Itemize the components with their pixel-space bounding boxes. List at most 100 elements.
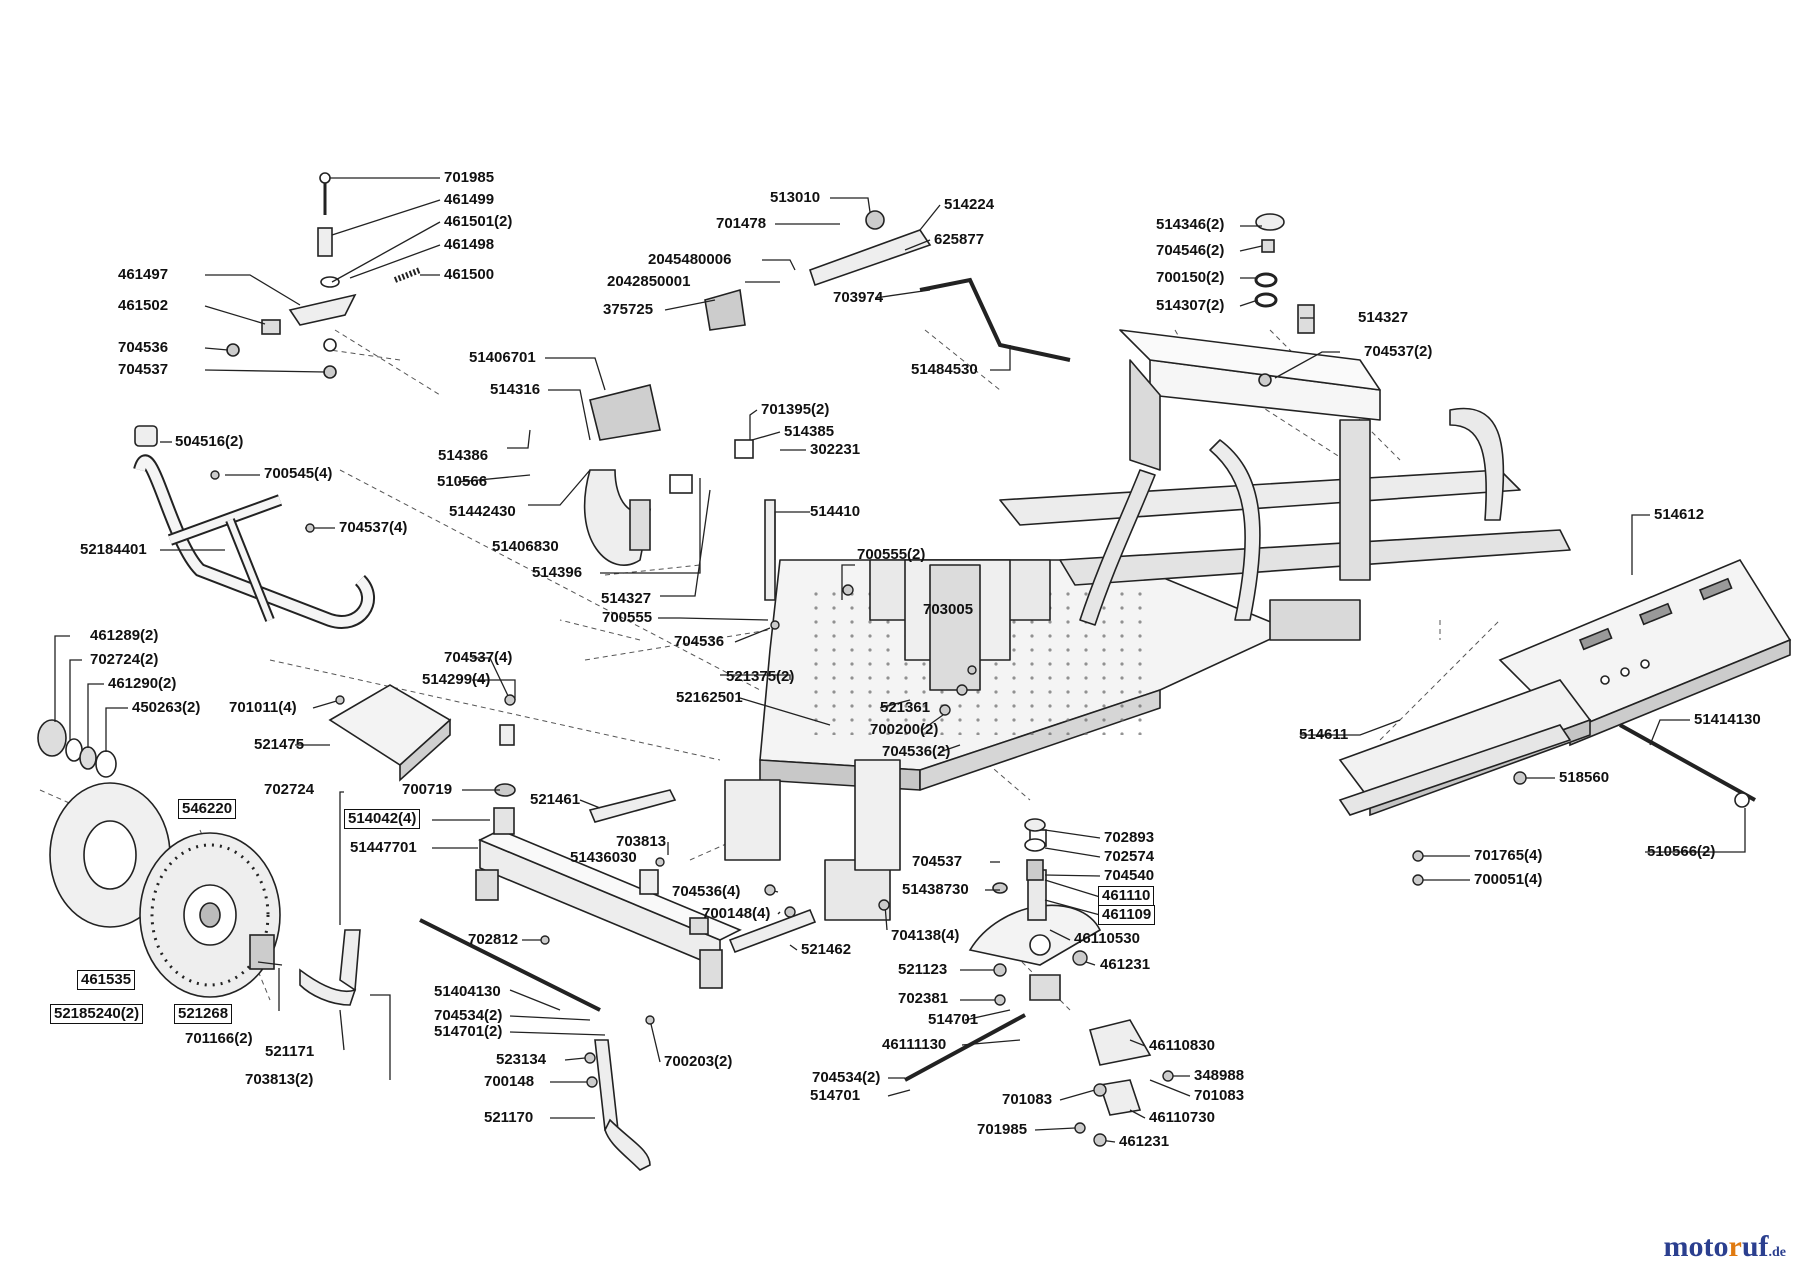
- part-label: 701083: [1002, 1091, 1053, 1108]
- part-label: 51442430: [449, 503, 516, 520]
- part-label: 51406701: [469, 349, 536, 366]
- part-label: 514385: [784, 423, 835, 440]
- part-label: 700719: [402, 781, 453, 798]
- part-label: 702893: [1104, 829, 1155, 846]
- rear-plate-lower: [1338, 679, 1592, 817]
- part-label: 701765(4): [1474, 847, 1543, 864]
- front-bumper: [133, 454, 375, 629]
- part-label: 461499: [444, 191, 495, 208]
- front-wheel: [49, 782, 281, 998]
- lever-assembly: [704, 210, 1071, 362]
- part-label: 702381: [898, 990, 949, 1007]
- part-label: 51484530: [911, 361, 978, 378]
- part-label: 704536(2): [882, 743, 951, 760]
- part-label: 461497: [118, 266, 169, 283]
- part-label: 704537(4): [444, 649, 513, 666]
- part-label: 703813(2): [245, 1071, 314, 1088]
- part-label: 521475: [254, 736, 305, 753]
- brand-logo: motoruf.de: [1664, 1230, 1787, 1264]
- part-label: 514346(2): [1156, 216, 1225, 233]
- part-label: 514307(2): [1156, 297, 1225, 314]
- fasteners: [210, 470, 1527, 1147]
- part-label: 513010: [770, 189, 821, 206]
- part-label: 701395(2): [761, 401, 830, 418]
- part-label: 514701: [810, 1087, 861, 1104]
- part-label: 461500: [444, 266, 495, 283]
- part-label: 704536(4): [672, 883, 741, 900]
- steering-brackets: [1089, 1019, 1152, 1116]
- part-label: 625877: [934, 231, 985, 248]
- part-label: 700545(4): [264, 465, 333, 482]
- part-label: 510566(2): [1647, 843, 1716, 860]
- part-label-boxed: 461109: [1098, 905, 1156, 925]
- part-label: 51414130: [1694, 711, 1761, 728]
- part-label-boxed: 52185240(2): [50, 1004, 144, 1024]
- part-label: 704537(4): [339, 519, 408, 536]
- part-label: 52162501: [676, 689, 743, 706]
- part-label: 46110730: [1149, 1109, 1215, 1126]
- part-label: 461231: [1100, 956, 1151, 973]
- part-label: 514327: [601, 590, 652, 607]
- part-label: 700148: [484, 1073, 535, 1090]
- part-label: 514611: [1299, 726, 1349, 743]
- part-label: 521375(2): [726, 668, 795, 685]
- part-label: 704138(4): [891, 927, 960, 944]
- part-label-boxed: 521268: [174, 1004, 233, 1024]
- part-label: 514316: [490, 381, 541, 398]
- part-label: 700200(2): [870, 721, 939, 738]
- part-label: 521171: [265, 1043, 315, 1060]
- part-label: 704537(2): [1364, 343, 1433, 360]
- part-label: 51447701: [350, 839, 417, 856]
- washer-stack: [494, 724, 1046, 895]
- bumper-cap: [134, 425, 158, 447]
- part-label: 700555: [602, 609, 653, 626]
- part-label: 461289(2): [90, 627, 159, 644]
- part-label: 702812: [468, 931, 519, 948]
- part-label: 51404130: [434, 983, 501, 1000]
- part-label: 461290(2): [108, 675, 177, 692]
- main-frame: [724, 329, 1571, 921]
- pedal-assembly: [583, 384, 776, 601]
- part-label: 348988: [1194, 1067, 1245, 1084]
- part-label-boxed: 546220: [178, 799, 237, 819]
- part-label: 701985: [444, 169, 495, 186]
- part-label: 51438730: [902, 881, 969, 898]
- wheel-bearings: [37, 719, 117, 778]
- part-label: 704534(2): [812, 1069, 881, 1086]
- part-label: 704534(2): [434, 1007, 503, 1024]
- part-label: 700555(2): [857, 546, 926, 563]
- part-label: 700148(4): [702, 905, 771, 922]
- part-label: 701083: [1194, 1087, 1245, 1104]
- part-label: 700150(2): [1156, 269, 1225, 286]
- part-label: 504516(2): [175, 433, 244, 450]
- brand-part-2: r: [1728, 1230, 1742, 1263]
- part-label: 461231: [1119, 1133, 1170, 1150]
- part-label: 702724: [264, 781, 315, 798]
- part-label-boxed: 461535: [77, 970, 136, 990]
- part-label-boxed: 514042(4): [344, 809, 421, 829]
- part-label: 704546(2): [1156, 242, 1225, 259]
- part-label: 704537: [912, 853, 963, 870]
- bracket-521461: [588, 789, 677, 823]
- brand-part-3: uf: [1741, 1230, 1769, 1263]
- drag-link: [904, 1013, 1026, 1082]
- part-label: 523134: [496, 1051, 547, 1068]
- brand-suffix: .de: [1768, 1245, 1787, 1260]
- spindles: [299, 929, 651, 1171]
- brand-part-1: moto: [1663, 1230, 1729, 1263]
- part-label: 704536: [674, 633, 725, 650]
- part-label: 701011(4): [229, 699, 297, 716]
- linkage-parts: [226, 172, 422, 379]
- part-label: 521462: [801, 941, 852, 958]
- part-label: 521461: [530, 791, 581, 808]
- part-label: 521123: [898, 961, 948, 978]
- part-label: 46110530: [1074, 930, 1140, 947]
- part-label: 461502: [118, 297, 169, 314]
- part-label: 521170: [484, 1109, 534, 1126]
- part-label: 514701: [928, 1011, 979, 1028]
- part-label: 704537: [118, 361, 169, 378]
- part-label: 46111130: [882, 1036, 947, 1053]
